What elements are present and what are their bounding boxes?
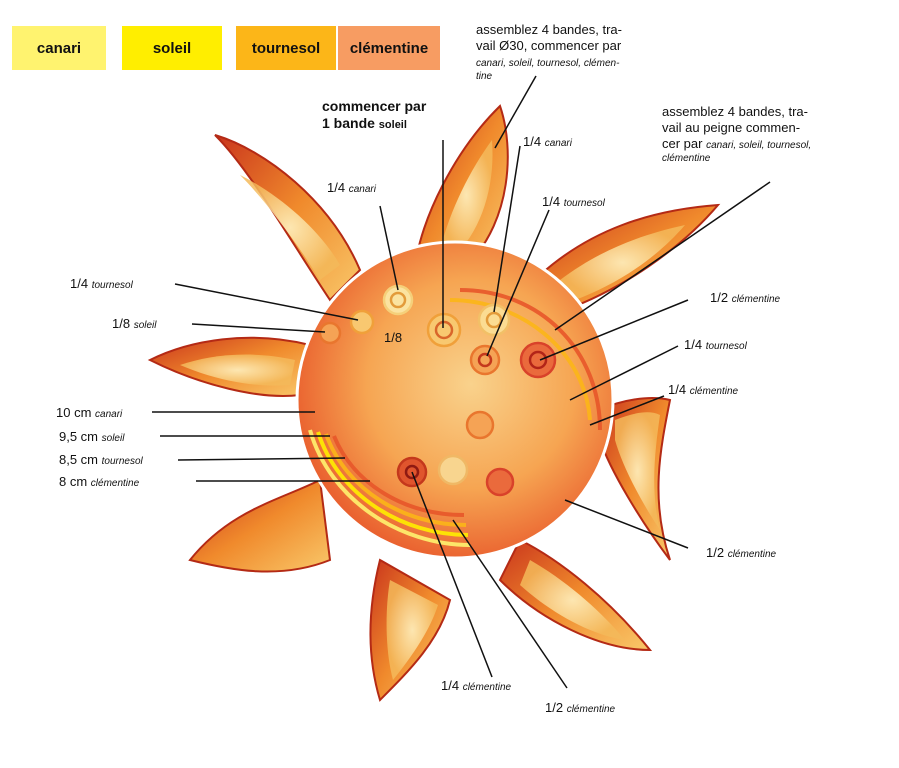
swatch-clementine: clémentine xyxy=(338,26,440,70)
note-right-line3: cer par xyxy=(662,136,703,151)
label-half-clementine-r1: 1/2 clémentine xyxy=(710,290,781,305)
note-top-colors: canari, soleil, tournesol, clémen- xyxy=(476,58,620,69)
coil-left-1 xyxy=(349,309,375,335)
coil-canari-top xyxy=(382,284,414,316)
leader-lines xyxy=(152,75,771,689)
note-start: commencer par 1 bande soleil xyxy=(322,98,426,134)
label-half-clementine-bottom: 1/2 clémentine xyxy=(545,700,616,715)
label-quarter-clementine-bottom: 1/4 clémentine xyxy=(441,678,512,693)
label-8cm-clementine: 8 cm clémentine xyxy=(59,474,140,489)
label-quarter-canari-top: 1/4 canari xyxy=(523,134,572,149)
swatch-canari: canari xyxy=(12,26,106,70)
note-start-line1: commencer par xyxy=(322,98,427,114)
ray-bottom-left xyxy=(188,478,332,573)
label-85cm-tournesol: 8,5 cm tournesol xyxy=(59,452,143,467)
disc-bands xyxy=(308,288,602,547)
label-eighth-soleil: 1/8 soleil xyxy=(112,316,157,331)
label-95cm-soleil: 9,5 cm soleil xyxy=(59,429,125,444)
coil-canari-right xyxy=(477,303,511,337)
note-start-line2: 1 bande xyxy=(322,115,375,131)
swatch-label-canari: canari xyxy=(36,39,82,57)
label-quarter-canari-left: 1/4 canari xyxy=(327,180,376,195)
coil-tournesol xyxy=(469,344,501,376)
coil-bottom-2 xyxy=(437,454,469,486)
swatch-label-soleil: soleil xyxy=(152,39,192,57)
coil-soleil-top xyxy=(426,312,462,348)
note-top-line1: assemblez 4 bandes, tra- xyxy=(476,22,622,37)
note-right-colors2: clémentine xyxy=(662,153,711,164)
note-top-line2: vail Ø30, commencer par xyxy=(476,38,622,53)
label-half-clementine-r2: 1/2 clémentine xyxy=(706,545,777,560)
note-right-line1: assemblez 4 bandes, tra- xyxy=(662,104,808,119)
swatch-soleil: soleil xyxy=(122,26,222,70)
note-right-colors: canari, soleil, tournesol, xyxy=(706,140,812,151)
sun-disc xyxy=(295,240,615,560)
note-top: assemblez 4 bandes, tra- vail Ø30, comme… xyxy=(476,22,696,83)
coil-center xyxy=(465,410,495,440)
note-right-line2: vail au peigne commen- xyxy=(662,120,801,135)
coil-left-2 xyxy=(318,321,342,345)
label-10cm-canari: 10 cm canari xyxy=(56,405,123,420)
swatch-label-tournesol: tournesol xyxy=(251,39,321,57)
coil-clementine-right xyxy=(519,341,557,379)
ray-top xyxy=(413,104,509,270)
label-quarter-tournesol-top: 1/4 tournesol xyxy=(542,194,605,209)
swatch-tournesol: tournesol xyxy=(236,26,336,70)
note-right: assemblez 4 bandes, tra- vail au peigne … xyxy=(662,104,892,165)
label-quarter-clementine-right: 1/4 clémentine xyxy=(668,382,739,397)
label-quarter-tournesol-left: 1/4 tournesol xyxy=(70,276,133,291)
note-top-colors2: tine xyxy=(476,71,493,82)
label-quarter-tournesol-right: 1/4 tournesol xyxy=(684,337,747,352)
note-start-color: soleil xyxy=(378,119,407,131)
label-eighth-center: 1/8 xyxy=(384,330,403,345)
sun-rays xyxy=(147,104,721,702)
coil-bottom-3 xyxy=(485,467,515,497)
swatch-label-clementine: clémentine xyxy=(349,39,429,57)
